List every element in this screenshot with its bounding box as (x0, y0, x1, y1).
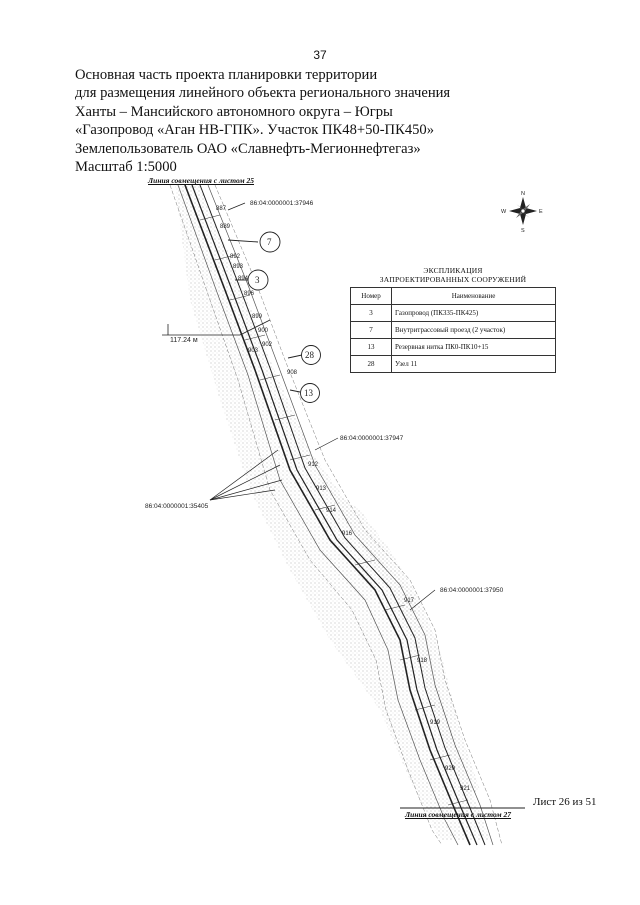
elevation-label: 117.24 м (170, 337, 198, 344)
link-line-bottom: Линия совмещения с листом 27 (405, 810, 512, 819)
station-label: 916 (342, 531, 353, 537)
table-row: 28 Узел 11 (350, 355, 556, 373)
parcel-label: 86:04:0000001:37946 (250, 200, 314, 207)
station-label: 902 (262, 342, 273, 348)
legend-num: 13 (350, 338, 392, 356)
legend-header-name: Наименование (391, 287, 556, 305)
site-plan-map: 887 889 892 893 894 896 899 900 902 903 … (145, 184, 543, 846)
station-label: 889 (220, 224, 231, 230)
station-label: 917 (404, 598, 415, 604)
table-row: 3 Газопровод (ПК335-ПК425) (350, 304, 556, 322)
legend-title-2: ЗАПРОЕКТИРОВАННЫХ СООРУЖЕНИЙ (379, 275, 527, 284)
parcel-label: 86:04:0000001:35405 (145, 503, 209, 510)
legend-num: 7 (350, 321, 392, 339)
compass-rose-icon: N S W E (501, 191, 543, 234)
scale-line: Масштаб 1:5000 (75, 159, 177, 176)
compass-n: N (521, 191, 525, 197)
legend-name: Внутритрассовый проезд (2 участок) (391, 321, 556, 339)
callout-label: 13 (304, 388, 314, 398)
legend-num: 3 (350, 304, 392, 322)
legend-name: Узел 11 (391, 355, 556, 373)
page-number: 37 (313, 48, 327, 62)
callout-label: 7 (267, 237, 272, 247)
compass-e: E (539, 209, 543, 215)
parcel-label: 86:04:0000001:37947 (340, 435, 404, 442)
land-area-east (330, 490, 480, 795)
title-line-2: для размещения линейного объекта региона… (75, 85, 451, 102)
compass-s: S (521, 228, 525, 234)
station-label: 893 (233, 264, 244, 270)
station-label: 913 (316, 486, 327, 492)
sheet-label: Лист 26 из 51 (533, 796, 597, 808)
title-line-4: «Газопровод «Аган НВ-ГПК». Участок ПК48+… (75, 122, 435, 139)
title-line-3: Ханты – Мансийского автономного округа –… (75, 103, 393, 120)
callout-3-circle (247, 269, 269, 291)
legend-header-row: Номер Наименование (350, 287, 556, 305)
callout-label: 3 (255, 275, 260, 285)
legend-name: Газопровод (ПК335-ПК425) (391, 304, 556, 322)
legend-table: Номер Наименование 3 Газопровод (ПК335-П… (350, 287, 556, 373)
station-label: 920 (445, 766, 456, 772)
callout-28-circle (301, 345, 321, 365)
station-label: 887 (216, 206, 227, 212)
station-label: 892 (230, 254, 241, 260)
station-label: 896 (244, 291, 255, 297)
link-line-top: Линия совмещения с листом 25 (148, 176, 255, 185)
legend-title-1: ЭКСПЛИКАЦИЯ (423, 266, 483, 275)
station-label: 900 (258, 328, 269, 334)
station-label: 921 (460, 786, 471, 792)
station-label: 908 (287, 370, 298, 376)
station-label: 918 (417, 658, 428, 664)
legend-header-num: Номер (350, 287, 392, 305)
title-line-1: Основная часть проекта планировки террит… (75, 67, 378, 83)
station-label: 899 (252, 314, 263, 320)
title-block: Основная часть проекта планировки террит… (75, 66, 515, 176)
station-label: 912 (308, 462, 319, 468)
table-row: 13 Резервная нитка ПК0-ПК10+15 (350, 338, 556, 356)
station-label: 894 (238, 276, 249, 282)
station-label: 914 (326, 508, 337, 514)
station-label: 919 (430, 720, 441, 726)
callout-7-circle (259, 231, 281, 253)
legend-num: 28 (350, 355, 392, 373)
callout-13-circle (300, 383, 320, 403)
station-label: 903 (248, 348, 259, 354)
compass-w: W (501, 209, 507, 215)
title-line-5: Землепользователь ОАО «Славнефть-Мегионн… (75, 140, 421, 157)
legend: ЭКСПЛИКАЦИЯ ЗАПРОЕКТИРОВАННЫХ СООРУЖЕНИЙ… (350, 266, 556, 373)
legend-name: Резервная нитка ПК0-ПК10+15 (391, 338, 556, 356)
callout-label: 28 (305, 350, 315, 360)
parcel-label: 86:04:0000001:37950 (440, 587, 504, 594)
table-row: 7 Внутритрассовый проезд (2 участок) (350, 321, 556, 339)
